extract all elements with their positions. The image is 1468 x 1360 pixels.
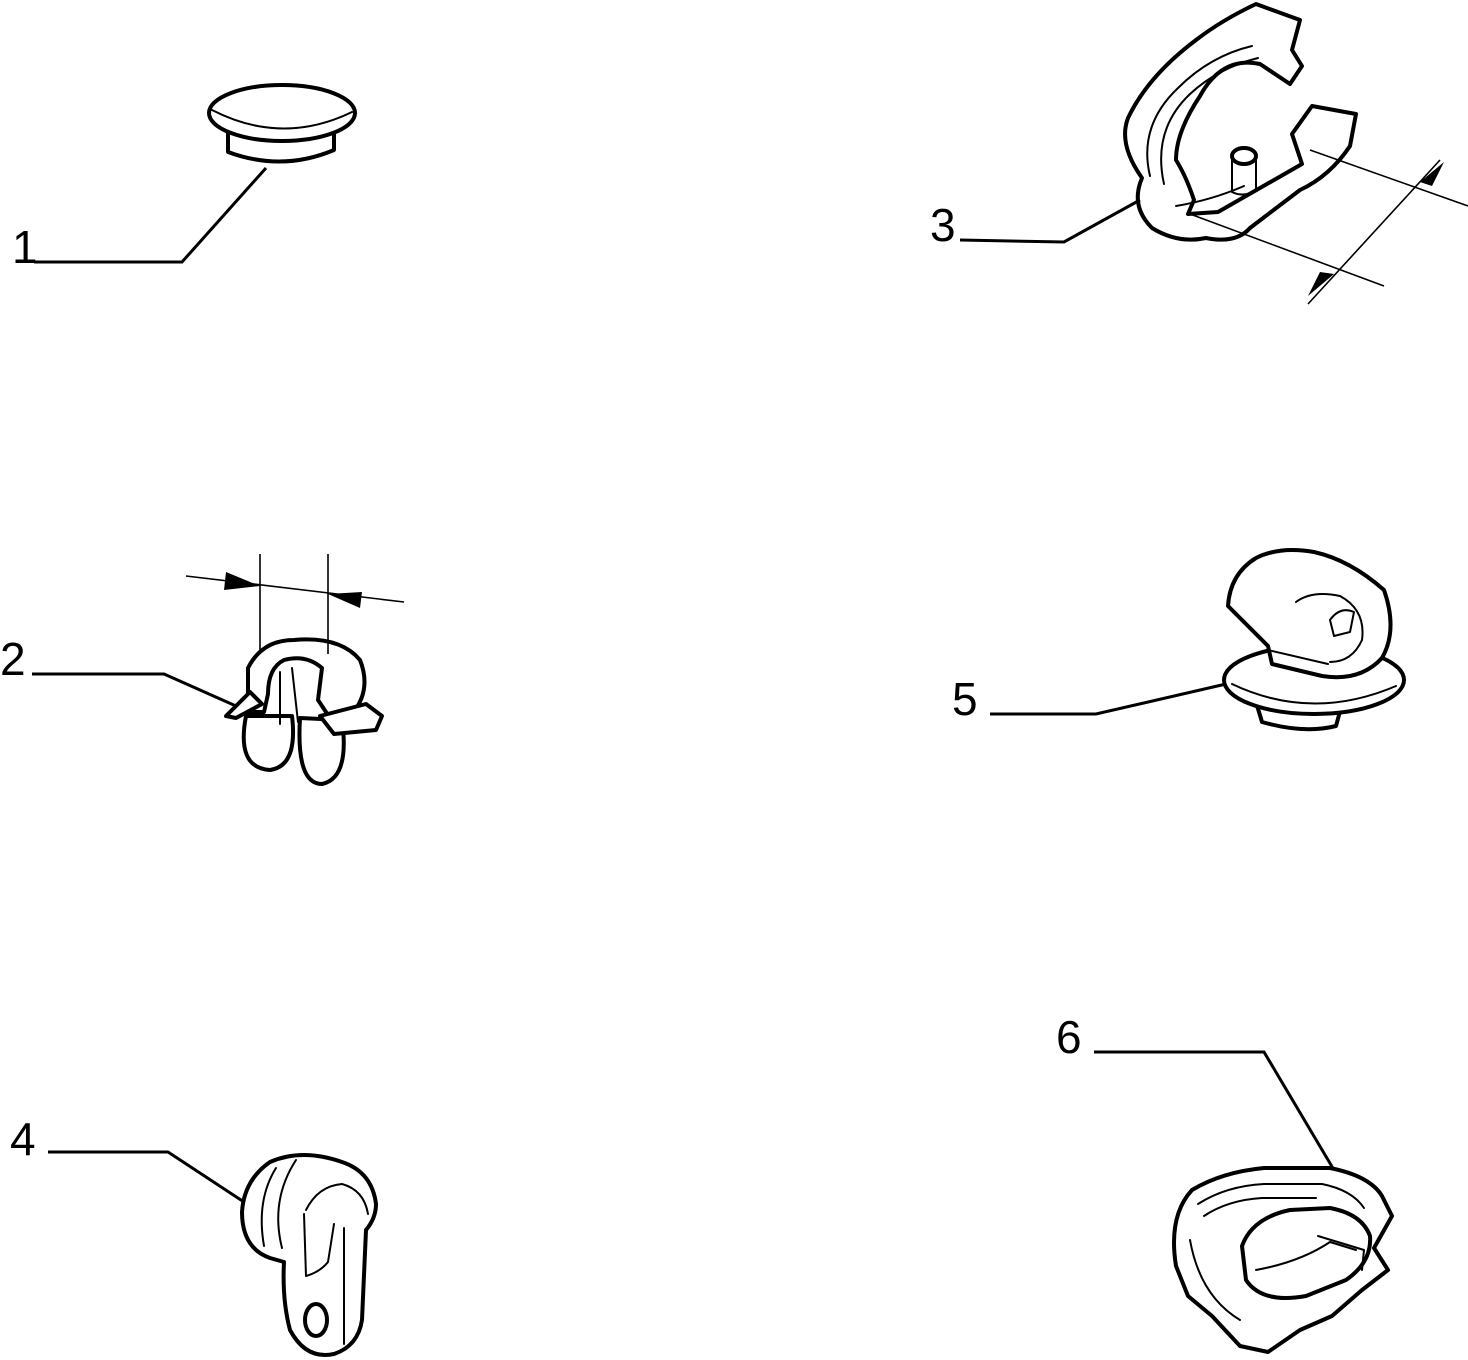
callout-2: 2 [0,633,26,685]
part-3-retainer [959,2,1468,305]
callout-3: 3 [930,199,956,251]
part-5-bracket [990,548,1406,732]
part-1-plug [34,83,357,264]
part-4-p-clip [48,1150,378,1357]
leader-1 [34,167,268,264]
leader-2 [32,672,237,708]
part-6-grommet [1094,1050,1394,1354]
part-2-clip [32,554,405,786]
leader-4 [48,1150,245,1204]
leader-3 [959,198,1141,244]
leader-6 [1094,1050,1336,1171]
callout-6: 6 [1056,1011,1082,1063]
callout-4: 4 [10,1113,36,1165]
callout-1: 1 [12,221,38,273]
leader-5 [990,682,1227,716]
callout-5: 5 [952,673,978,725]
